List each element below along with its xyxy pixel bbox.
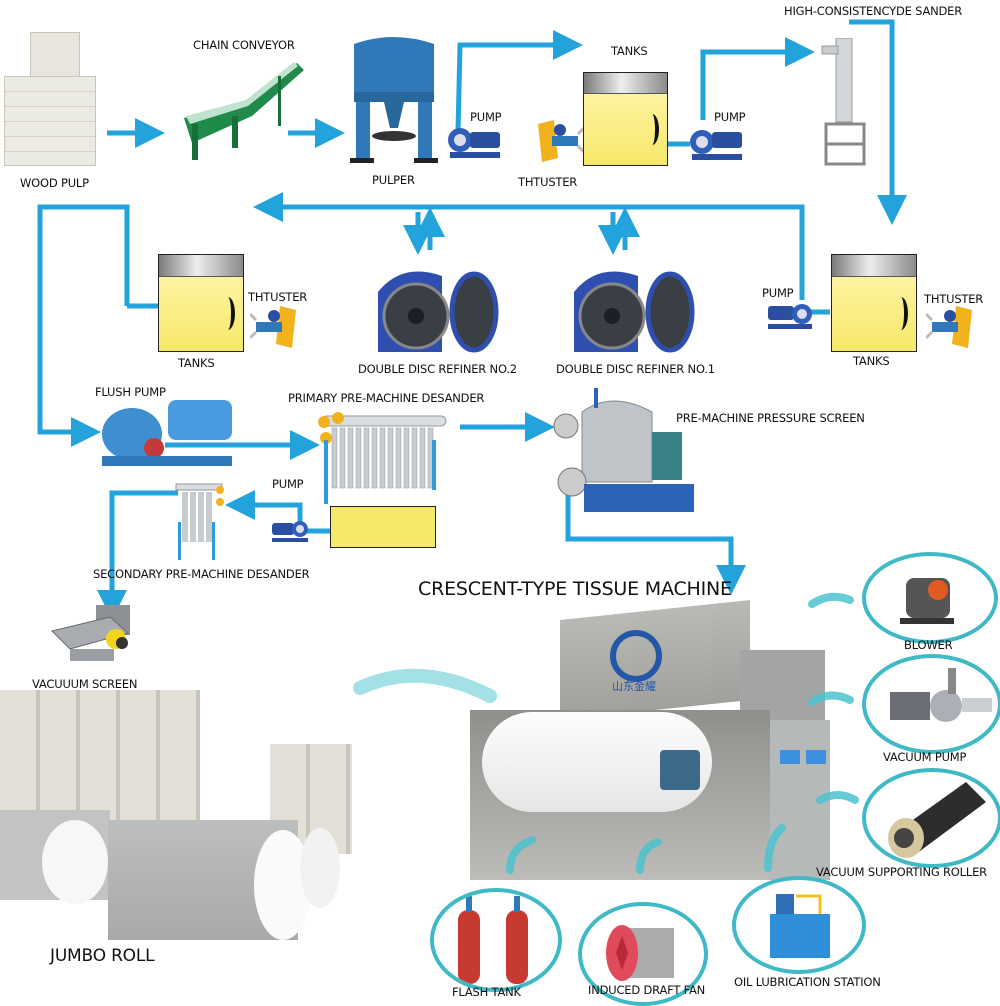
aux-label-oil-lubrication: OIL LUBRICATION STATION [734, 975, 881, 989]
pipe-refiner-loop [253, 192, 805, 300]
label-tanks-2: TANKS [178, 356, 215, 370]
fan-icon [606, 925, 674, 981]
label-pump-4: PUMP [272, 477, 304, 491]
thruster-1-icon [538, 120, 584, 162]
label-primary-desander: PRIMARY PRE-MACHINE DESANDER [288, 391, 485, 405]
hc-desander-image [821, 38, 866, 166]
aux-label-vacuum-roller: VACUUM SUPPORTING ROLLER [816, 865, 987, 879]
aux-label-blower: BLOWER [904, 638, 953, 652]
aux-blower [862, 552, 998, 644]
primary-desander-tank [330, 506, 436, 548]
lubrication-icon [770, 894, 830, 958]
aux-vacuum-roller [862, 768, 1000, 868]
label-vacuum-screen: VACUUUM SCREEN [32, 677, 138, 691]
chain-conveyor-image [184, 62, 304, 160]
aux-label-induced-draft-fan: INDUCED DRAFT FAN [588, 983, 706, 997]
label-chain-conveyor: CHAIN CONVEYOR [193, 38, 295, 52]
vacuum-pump-icon [890, 668, 992, 722]
pump-2-icon [690, 130, 742, 160]
tank-3 [831, 254, 917, 352]
label-tanks-1: TANKS [611, 44, 648, 58]
label-flush-pump: FLUSH PUMP [95, 385, 166, 399]
label-secondary-desander: SECONDARY PRE-MACHINE DESANDER [93, 567, 310, 581]
tank-2 [158, 254, 244, 352]
thruster-3-icon [926, 306, 972, 348]
aux-flash-tank [430, 888, 562, 992]
thruster-2-icon [250, 306, 296, 348]
label-thruster-2: THTUSTER [248, 290, 308, 304]
tank-1 [583, 72, 668, 166]
secondary-desander-image [175, 483, 224, 560]
label-hc-desander: HIGH-CONSISTENCYDE SANDER [784, 4, 963, 18]
label-refiner-1: DOUBLE DISC REFINER NO.1 [556, 362, 715, 376]
label-tanks-3: TANKS [853, 354, 890, 368]
machine-title: CRESCENT-TYPE TISSUE MACHINE [418, 578, 732, 600]
aux-induced-draft-fan [578, 902, 708, 1006]
pump-4-icon [272, 521, 308, 542]
label-pump-3: PUMP [762, 286, 794, 300]
label-refiner-2: DOUBLE DISC REFINER NO.2 [358, 362, 517, 376]
pressure-screen-image [553, 388, 694, 512]
pulper-image [350, 37, 438, 163]
pump-3-icon [768, 304, 812, 329]
pump-1-icon [448, 128, 500, 158]
brand-text: 山东金耀 [612, 680, 656, 693]
aux-label-flash-tank: FLASH TANK [452, 985, 521, 999]
label-wood-pulp: WOOD PULP [20, 176, 89, 190]
aux-vacuum-pump [862, 654, 1000, 754]
aux-label-vacuum-pump: VACUUM PUMP [883, 750, 967, 764]
refiner-2-image [378, 271, 499, 353]
label-pump-1: PUMP [470, 110, 502, 124]
primary-desander-image [318, 412, 447, 504]
flush-pump-image [102, 400, 232, 466]
label-pump-2: PUMP [714, 110, 746, 124]
vacuum-screen-image [51, 605, 130, 661]
refiner-1-image [574, 271, 695, 353]
jumbo-roll-image [0, 690, 360, 940]
label-thruster-1: THTUSTER [518, 175, 578, 189]
wood-pulp-bales-image [4, 32, 96, 166]
label-thruster-3: THTUSTER [924, 292, 984, 306]
aux-oil-lubrication [732, 876, 866, 974]
label-pressure-screen: PRE-MACHINE PRESSURE SCREEN [676, 411, 865, 425]
tissue-machine-image: 山东金耀 [470, 600, 830, 880]
label-jumbo-roll: JUMBO ROLL [50, 946, 155, 966]
roller-icon [888, 782, 986, 858]
flash-tank-icon [458, 896, 528, 984]
label-pulper: PULPER [372, 173, 415, 187]
blower-icon [900, 578, 954, 624]
